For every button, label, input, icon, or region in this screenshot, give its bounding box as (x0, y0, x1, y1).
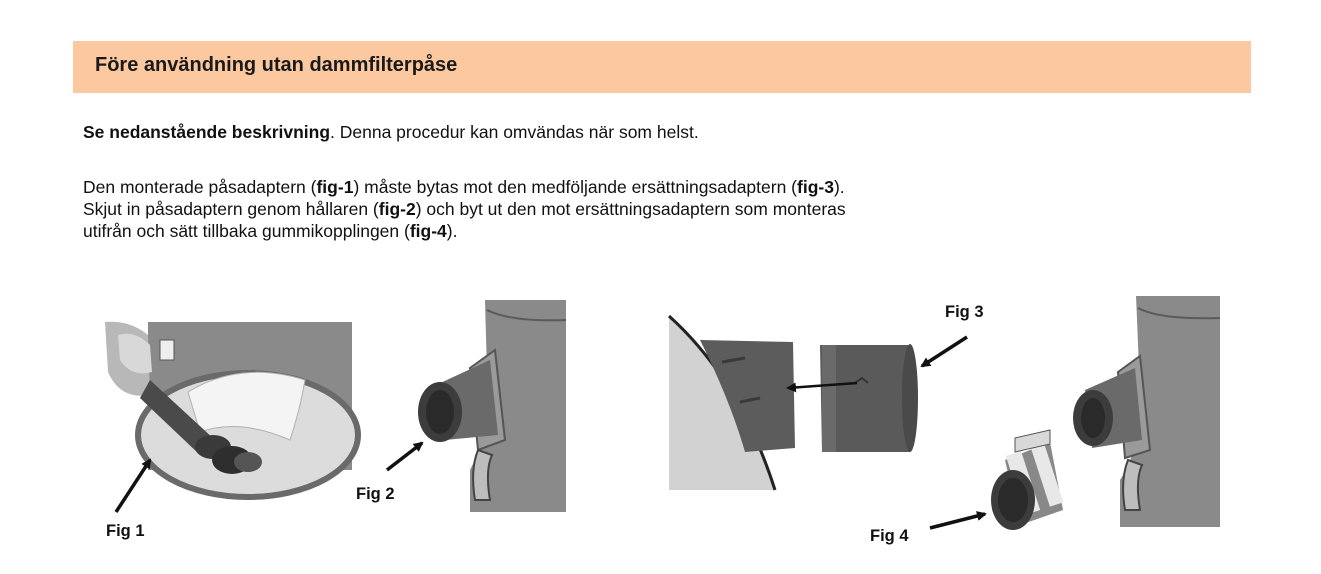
instr-l3-a: utifrån och sätt tillbaka gummikopplinge… (83, 221, 410, 241)
section-header: Före användning utan dammfilterpåse (73, 41, 1251, 93)
fig2-illustration (418, 300, 567, 512)
fig4-label: Fig 4 (870, 527, 909, 545)
instr-l1-b: ) måste bytas mot den medföljande ersätt… (353, 177, 798, 197)
fig2-label: Fig 2 (356, 485, 395, 503)
intro-paragraph: Se nedanstående beskrivning. Denna proce… (83, 121, 699, 143)
instructions-paragraph: Den monterade påsadaptern (fig-1) måste … (83, 176, 846, 242)
instr-ref-fig1: fig-1 (316, 177, 354, 197)
instr-l3-b: ). (446, 221, 458, 241)
instr-l1-a: Den monterade påsadaptern ( (83, 177, 317, 197)
instr-l2-a: Skjut in påsadaptern genom hållaren ( (83, 199, 379, 219)
fig3-arrow (920, 335, 968, 368)
fig1-illustration (105, 321, 361, 500)
instr-ref-fig2: fig-2 (378, 199, 416, 219)
insert-arrow (786, 381, 858, 393)
instr-l1-c: ). (833, 177, 845, 197)
intro-bold: Se nedanstående beskrivning (83, 122, 331, 142)
section-title: Före användning utan dammfilterpåse (95, 54, 458, 76)
intro-rest: . Denna procedur kan omvändas när som he… (330, 122, 699, 142)
fig1-arrow (114, 458, 152, 513)
fig3-label: Fig 3 (945, 303, 984, 321)
fig3-illustration (667, 314, 918, 491)
instr-ref-fig3: fig-3 (797, 177, 834, 197)
fig2-arrow (385, 441, 424, 472)
fig4-arrow (929, 511, 987, 530)
instr-l2-b: ) och byt ut den mot ersättningsadaptern… (415, 199, 846, 219)
instr-ref-fig4: fig-4 (409, 221, 447, 241)
fig4-illustration (991, 296, 1221, 530)
fig1-label: Fig 1 (106, 522, 145, 540)
